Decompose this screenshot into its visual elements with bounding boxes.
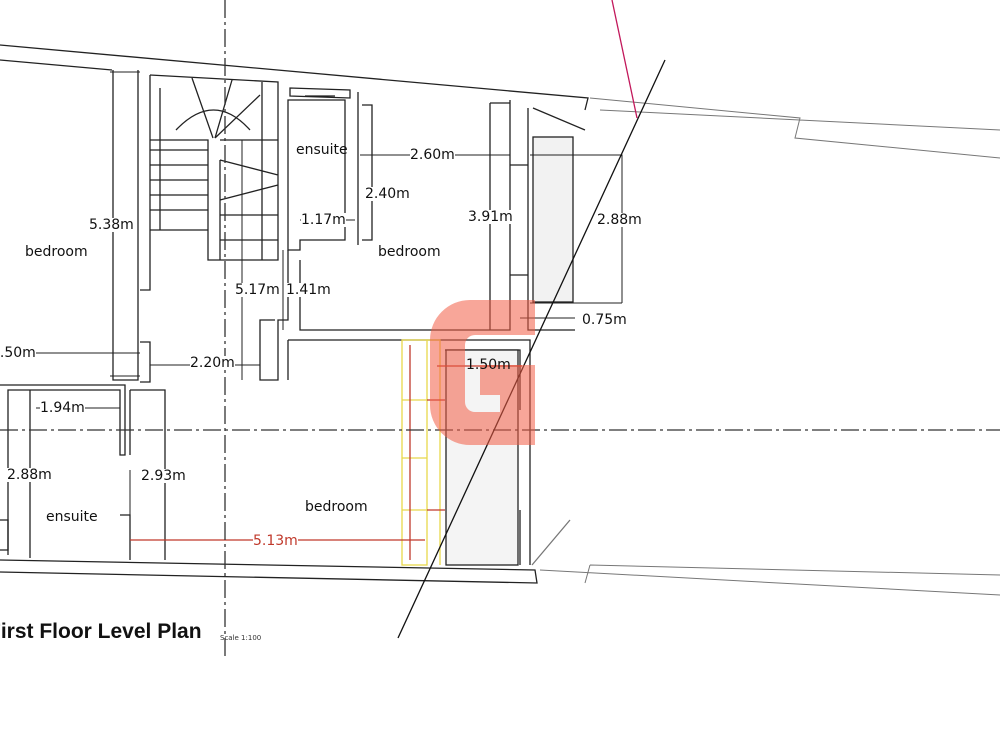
dimension-label: 1.94m [40, 400, 85, 416]
room-label-ensuite-upper: ensuite [296, 142, 348, 158]
top-wall-inner [0, 59, 113, 71]
watermark-logo [430, 300, 535, 445]
dimension-label: 2.60m [410, 147, 455, 163]
top-wall-outer [0, 44, 589, 111]
dimension-label: 0.75m [582, 312, 627, 328]
bottom-wall [0, 559, 538, 584]
room-label-bedroom-left: bedroom [25, 244, 88, 260]
room-label-bedroom-lower: bedroom [305, 499, 368, 515]
dimension-label: 2.88m [597, 212, 642, 228]
plan-scale: Scale 1:100 [220, 634, 262, 642]
dimension-label: 1.17m [301, 212, 346, 228]
dimension-label: 2.88m [7, 467, 52, 483]
dimension-label: 3.91m [468, 209, 513, 225]
dimension-label: 2.40m [365, 186, 410, 202]
dimension-label: 1.50m [0, 346, 36, 360]
dimension-label: 2.20m [190, 355, 235, 371]
dimension-label: 1.50m [466, 357, 511, 373]
plan-title: First Floor Level Plan [0, 620, 202, 643]
dimension-label: 5.38m [89, 217, 134, 233]
dimension-label: 2.93m [141, 468, 186, 484]
dimension-label: 5.13m [253, 533, 298, 549]
dimension-label: 5.17m [235, 282, 280, 298]
room-label-ensuite-lower: ensuite [46, 509, 98, 525]
dimension-label: 1.41m [286, 282, 331, 298]
room-label-bedroom-upper: bedroom [378, 244, 441, 260]
